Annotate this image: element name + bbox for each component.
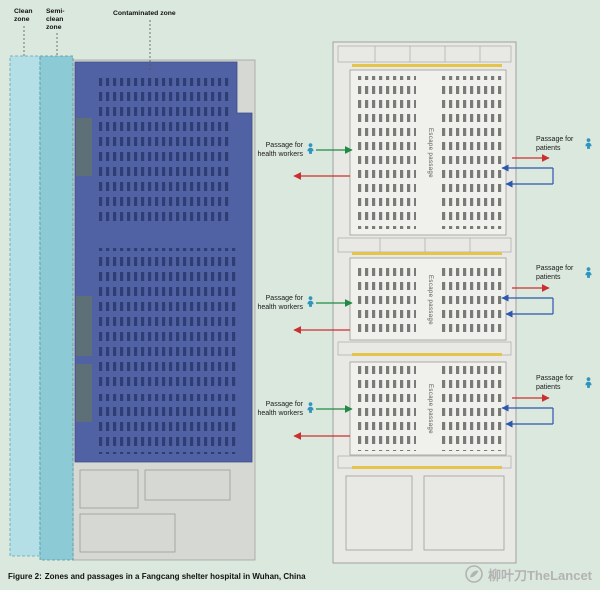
right-plan-passages: Escape passage Escape passage Escape pas… (332, 41, 517, 564)
passage-health-workers-label-line2: health workers (257, 410, 303, 417)
room-outline (79, 469, 139, 509)
bed-block (356, 366, 416, 451)
accent-strip (352, 252, 502, 255)
clean-zone-strip (9, 55, 41, 557)
ward-section-2: Escape passage (349, 257, 507, 341)
stairwell (76, 364, 92, 422)
escape-passage-label: Escape passage (427, 275, 433, 325)
semi-clean-zone-label-line2: clean (46, 16, 63, 23)
bed-block (356, 76, 416, 229)
left-plan-zoned (9, 55, 256, 561)
lancet-logo-icon (465, 565, 483, 583)
left-plan-lower-rooms (79, 469, 231, 553)
stairwell-blocks (76, 118, 92, 422)
bed-block (440, 262, 502, 336)
accent-strip (352, 466, 502, 469)
bed-block (440, 76, 502, 229)
passage-patients-label-line2: patients (536, 145, 561, 152)
health-worker-annotation-3: Passage for health workers (257, 401, 353, 440)
health-worker-passages: Passage for health workers Passage for h… (257, 142, 353, 440)
escape-passage-label: Escape passage (427, 384, 433, 434)
patient-annotation-3: Passage for patients (501, 375, 592, 428)
room-outline (423, 475, 505, 551)
bed-block (440, 366, 502, 451)
ward-section-3: Escape passage (349, 361, 507, 456)
contaminated-zone-bed-rows (97, 78, 237, 454)
bed-block (356, 262, 416, 336)
passage-health-workers-label: Passage for (266, 142, 304, 149)
passage-health-workers-label-line2: health workers (257, 304, 303, 311)
semi-clean-zone-label-line3: zone (46, 24, 62, 31)
bed-block (97, 394, 237, 454)
room-row (337, 45, 512, 63)
passage-patients-label-line2: patients (536, 384, 561, 391)
clean-zone-label: Clean (14, 8, 33, 15)
passage-patients-label: Passage for (536, 375, 574, 382)
patient-annotation-2: Passage for patients (501, 265, 592, 318)
patient-passages: Passage for patients Passage for patient… (501, 136, 592, 428)
figure-caption: Figure 2:Zones and passages in a Fangcan… (8, 572, 306, 581)
lancet-watermark: 柳叶刀TheLancet (464, 564, 592, 584)
passage-health-workers-label-line2: health workers (257, 151, 303, 158)
stairwell (76, 118, 92, 176)
bed-block (97, 248, 237, 386)
contaminated-zone-label: Contaminated zone (113, 10, 176, 17)
ward-section-1: Escape passage (349, 69, 507, 236)
health-worker-annotation-2: Passage for health workers (257, 295, 353, 334)
escape-passage-label: Escape passage (427, 128, 433, 178)
lancet-watermark-text: 柳叶刀TheLancet (487, 567, 592, 583)
accent-strip (352, 64, 502, 67)
stairwell (76, 296, 92, 356)
zone-legend: Clean zone Semi- clean zone Contaminated… (14, 8, 176, 72)
passage-health-workers-label: Passage for (266, 401, 304, 408)
accent-strip (352, 353, 502, 356)
passage-patients-label: Passage for (536, 265, 574, 272)
passage-patients-label-line2: patients (536, 274, 561, 281)
passage-patients-label: Passage for (536, 136, 574, 143)
passage-health-workers-label: Passage for (266, 295, 304, 302)
figure-caption-label: Figure 2: (8, 572, 42, 581)
semi-clean-zone-label: Semi- (46, 8, 65, 15)
semi-clean-zone-strip (39, 55, 74, 561)
clean-zone-label-line2: zone (14, 16, 30, 23)
health-worker-annotation-1: Passage for health workers (257, 142, 353, 180)
patient-annotation-1: Passage for patients (501, 136, 592, 188)
room-outline (79, 513, 176, 553)
yellow-accent-strips (352, 64, 502, 469)
right-plan-lower-rooms (345, 475, 505, 551)
room-outline (144, 469, 231, 501)
figure-caption-text: Zones and passages in a Fangcang shelter… (44, 572, 306, 581)
bed-block (97, 78, 229, 226)
room-outline (345, 475, 413, 551)
